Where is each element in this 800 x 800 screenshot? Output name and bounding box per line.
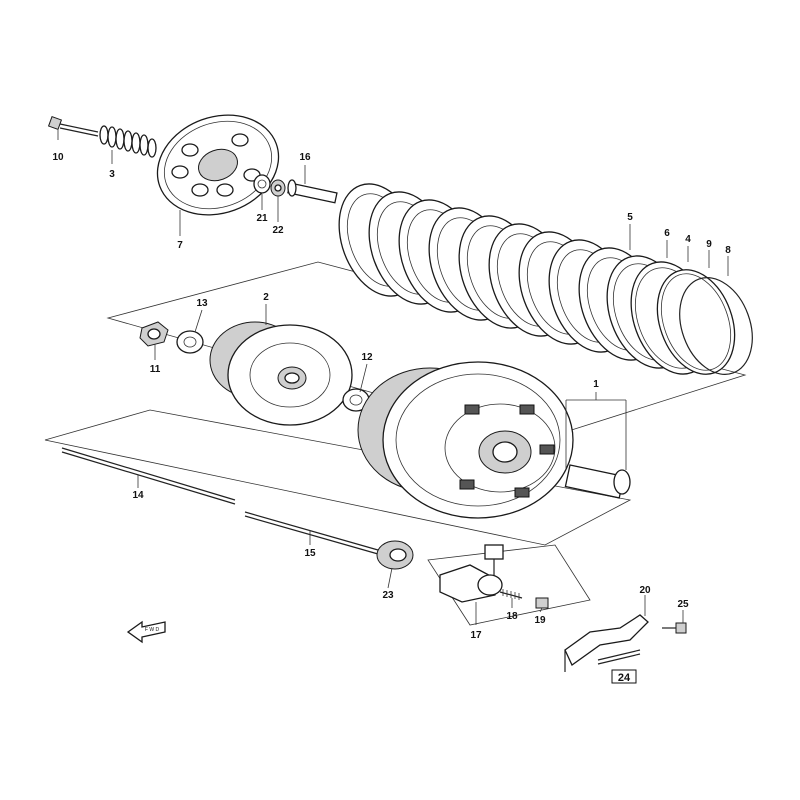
callout-14: 14 xyxy=(132,490,144,501)
spring-part-18 xyxy=(499,589,523,600)
callout-8: 8 xyxy=(725,245,731,256)
pressure-plate-part-7 xyxy=(156,114,280,216)
forward-arrow-label: F W D xyxy=(145,627,160,633)
callout-21: 21 xyxy=(256,213,268,224)
spring-part-3 xyxy=(99,125,157,158)
callout-16: 16 xyxy=(299,152,311,163)
leader-lines xyxy=(57,130,729,625)
callout-24-box xyxy=(611,669,637,684)
clutch-housing-part-1 xyxy=(357,361,574,519)
forward-arrow-icon: F W D xyxy=(126,620,166,644)
bracket-assembly-frame xyxy=(427,544,591,626)
nut-part-11 xyxy=(139,321,169,347)
bolt-part-10 xyxy=(47,115,99,137)
spring-part-24 xyxy=(597,649,641,665)
callout-19: 19 xyxy=(534,615,546,626)
callout-3: 3 xyxy=(109,169,115,180)
callout-6: 6 xyxy=(664,228,670,239)
callout-7: 7 xyxy=(177,240,183,251)
oil-seal-part-23 xyxy=(376,540,414,570)
bolt-part-25 xyxy=(662,622,687,634)
callout-11: 11 xyxy=(150,364,161,375)
callout-25: 25 xyxy=(677,599,689,610)
bearing-part-21 xyxy=(253,174,271,194)
callout-5: 5 xyxy=(627,212,633,223)
callout-10: 10 xyxy=(52,152,64,163)
callout-15: 15 xyxy=(304,548,316,559)
bracket-part-20 xyxy=(564,614,649,672)
lower-assembly-frame xyxy=(44,409,632,546)
callout-23: 23 xyxy=(382,590,394,601)
clutch-hub-part-2 xyxy=(209,321,353,426)
washer-part-13 xyxy=(176,330,204,354)
washer-part-22 xyxy=(270,179,286,197)
callout-22: 22 xyxy=(272,225,284,236)
release-arm-part-17 xyxy=(439,544,504,603)
push-piece-part-16 xyxy=(287,179,338,204)
spacer-sleeve xyxy=(564,464,631,499)
push-rod-part-14 xyxy=(61,447,236,505)
callout-13: 13 xyxy=(196,298,208,309)
clutch-plate-stack xyxy=(338,183,753,376)
push-rod-part-15 xyxy=(244,511,379,555)
callout-24: 24 xyxy=(618,672,631,684)
nut-part-19 xyxy=(535,597,549,609)
callout-12: 12 xyxy=(361,352,373,363)
callout-4: 4 xyxy=(685,234,691,245)
callout-2: 2 xyxy=(263,292,269,303)
callout-18: 18 xyxy=(506,611,518,622)
callout-20: 20 xyxy=(639,585,651,596)
callout-1: 1 xyxy=(593,379,599,390)
callout-9: 9 xyxy=(706,239,712,250)
callout-17: 17 xyxy=(470,630,482,641)
